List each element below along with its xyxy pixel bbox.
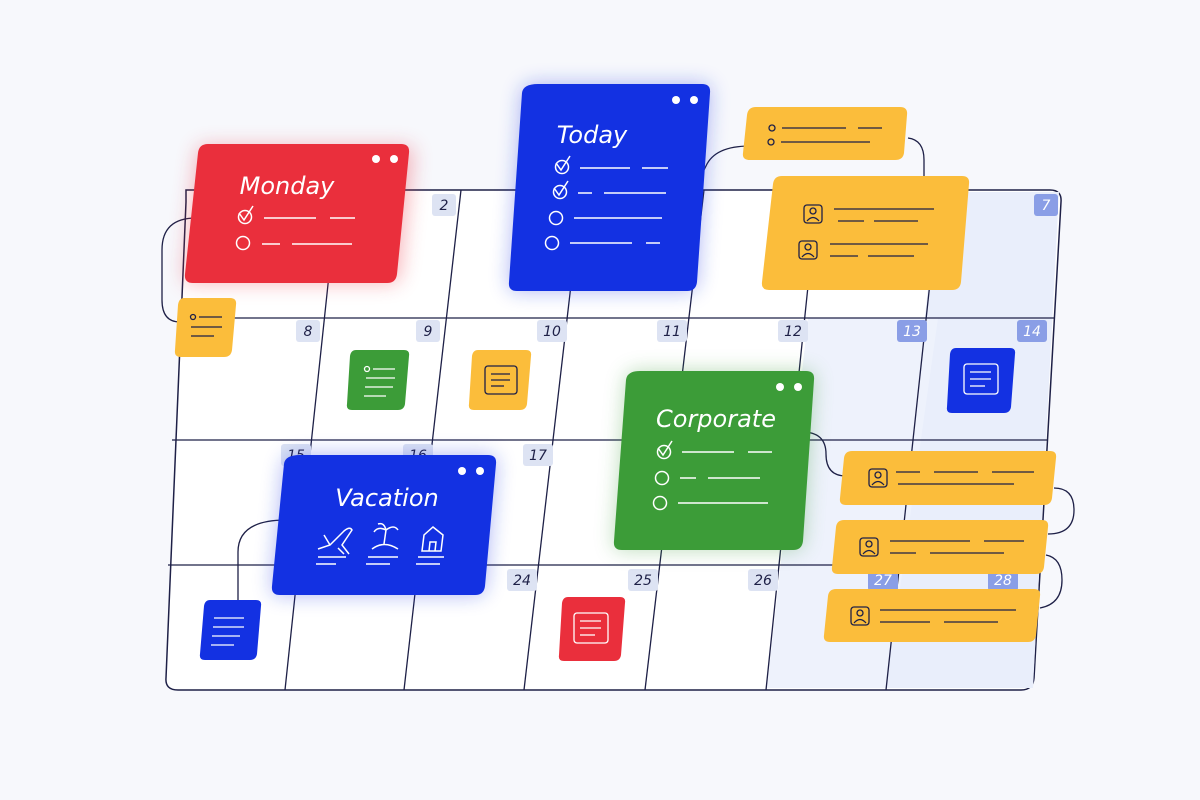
contact-note-1[interactable] (839, 451, 1057, 505)
note-blue-right[interactable] (946, 348, 1016, 413)
svg-text:2: 2 (440, 198, 449, 214)
vacation-card[interactable]: Vacation (271, 455, 497, 595)
day-27: 27 (868, 569, 898, 591)
svg-text:7: 7 (1042, 198, 1051, 214)
list-icon (768, 124, 776, 132)
airplane-icon (317, 527, 353, 555)
day-2: 2 (432, 194, 456, 216)
monday-card[interactable]: Monday (183, 144, 414, 283)
svg-text:14: 14 (1023, 324, 1041, 340)
corporate-card[interactable]: Corporate (613, 371, 815, 550)
svg-text:27: 27 (874, 573, 892, 589)
dots-icon (372, 155, 380, 163)
svg-text:8: 8 (304, 324, 313, 340)
svg-text:9: 9 (424, 324, 433, 340)
day-10: 10 (537, 320, 567, 342)
day-14: 14 (1017, 320, 1047, 342)
day-9: 9 (416, 320, 440, 342)
contact-note-3[interactable] (823, 589, 1041, 642)
day-17: 17 (523, 444, 553, 466)
user-icon (803, 204, 823, 224)
note-green[interactable] (346, 350, 410, 410)
svg-text:28: 28 (994, 573, 1012, 589)
contact-note-2[interactable] (831, 520, 1049, 574)
note-reminder-top[interactable] (742, 107, 908, 160)
day-25: 25 (628, 569, 658, 591)
house-icon (421, 526, 444, 552)
day-24: 24 (507, 569, 537, 591)
monday-title: Monday (240, 172, 336, 200)
check-icon (237, 209, 253, 225)
note-icon (484, 365, 518, 395)
note-blue-bottom[interactable] (199, 600, 262, 660)
day-13: 13 (897, 320, 927, 342)
note-yellow-left[interactable] (174, 298, 237, 357)
corporate-title: Corporate (656, 405, 776, 433)
day-26: 26 (748, 569, 778, 591)
svg-text:13: 13 (903, 324, 921, 340)
vacation-title: Vacation (335, 484, 438, 512)
day-8: 8 (296, 320, 320, 342)
svg-text:24: 24 (513, 573, 531, 589)
day-7: 7 (1034, 194, 1058, 216)
svg-text:26: 26 (754, 573, 772, 589)
island-icon (371, 522, 399, 550)
day-12: 12 (778, 320, 808, 342)
svg-text:17: 17 (529, 448, 547, 464)
svg-text:10: 10 (543, 324, 561, 340)
note-red-bottom[interactable] (558, 597, 626, 661)
today-title: Today (557, 121, 628, 149)
connectors (161, 137, 1075, 609)
svg-text:11: 11 (663, 324, 681, 340)
day-11: 11 (657, 320, 687, 342)
note-yellow-doc[interactable] (468, 350, 532, 410)
svg-text:12: 12 (784, 324, 802, 340)
radio-circle-icon (235, 235, 251, 251)
day-28: 28 (988, 569, 1018, 591)
today-card[interactable]: Today (508, 84, 711, 291)
svg-text:25: 25 (634, 573, 652, 589)
contacts-card[interactable] (761, 176, 970, 290)
